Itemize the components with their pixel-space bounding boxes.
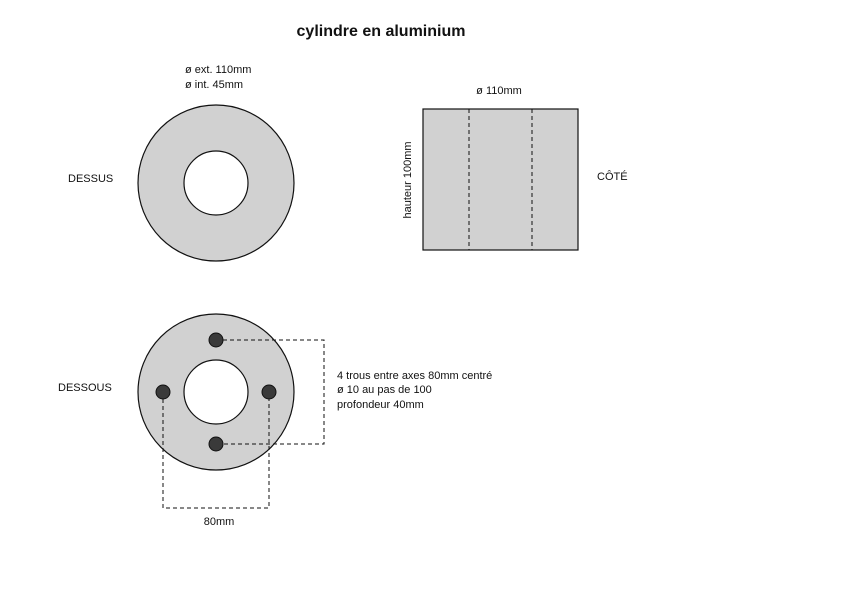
side-view-diameter: ø 110mm	[476, 85, 522, 97]
bottom-view-bore	[183, 359, 249, 425]
hole-note-line1: 4 trous entre axes 80mm centré	[337, 370, 492, 382]
hole-top	[208, 332, 224, 348]
hole-spacing-leader	[216, 339, 325, 445]
hole-right	[261, 384, 277, 400]
hole-note-line2: ø 10 au pas de 100	[337, 384, 432, 396]
hole-spacing-label: 80mm	[204, 516, 235, 528]
bottom-view-label: DESSOUS	[58, 382, 112, 394]
side-view-body	[422, 108, 579, 251]
top-view-outer-diameter: ø ext. 110mm	[185, 64, 251, 76]
side-view-height: hauteur 100mm	[402, 141, 414, 218]
bottom-view: DESSOUS 4 trous entre axes 80mm centré ø…	[58, 313, 492, 528]
drawing-title: cylindre en aluminium	[297, 23, 466, 40]
top-view-inner-diameter: ø int. 45mm	[185, 79, 243, 91]
hole-left	[155, 384, 171, 400]
hole-bottom	[208, 436, 224, 452]
side-view: ø 110mm CÔTÉ hauteur 100mm	[402, 85, 628, 251]
side-view-label: CÔTÉ	[597, 170, 628, 183]
top-view-bore	[183, 150, 249, 216]
top-view-label: DESSUS	[68, 173, 113, 185]
hole-note-line3: profondeur 40mm	[337, 399, 424, 411]
top-view: DESSUS ø ext. 110mm ø int. 45mm	[68, 64, 295, 262]
hole-spacing-dimension	[162, 392, 270, 509]
